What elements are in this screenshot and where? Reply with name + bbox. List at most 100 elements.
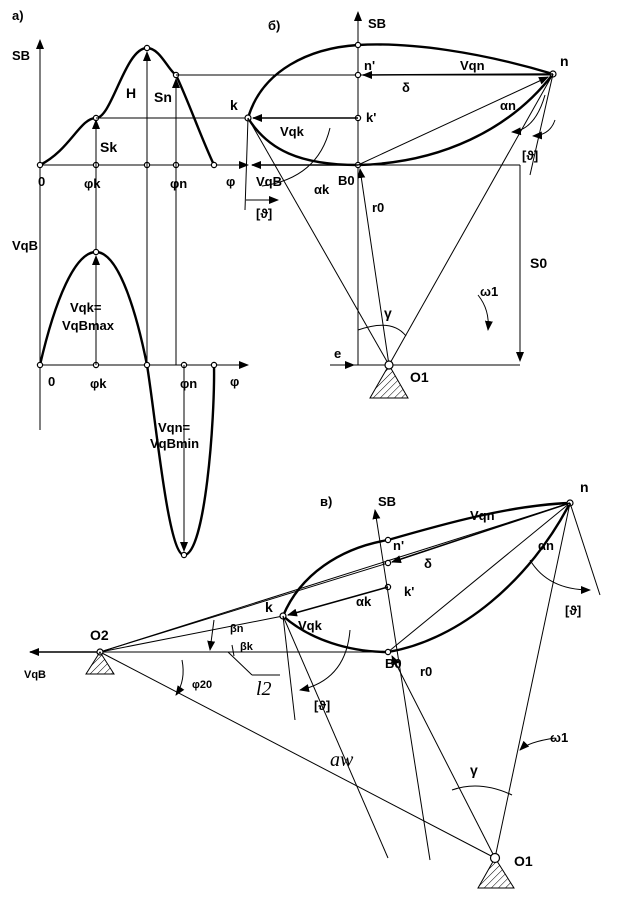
theta-line-k-v: [282, 615, 296, 721]
k-label-b: k: [230, 97, 238, 113]
o1-k-line: [247, 117, 390, 366]
vqk-label-b: Vqk: [280, 124, 305, 139]
theta-line-n-v: [569, 502, 601, 596]
r0-vector-b: [357, 168, 390, 366]
profile-lower-v: [282, 502, 572, 654]
alphak-label-b: αk: [314, 182, 330, 197]
omega1-label-b: ω1: [480, 284, 498, 299]
gamma-label-b: γ: [384, 305, 392, 321]
displacement-curve: [39, 46, 216, 167]
theta-line-k: [244, 117, 249, 211]
s0-label: S0: [530, 255, 547, 271]
vqn-label-v: Vqn: [470, 508, 495, 523]
sb-label-b: SB: [368, 16, 386, 31]
n-label-b: n: [560, 53, 569, 69]
panel-v: в) SB: [24, 479, 601, 889]
phik-label-top: φk: [84, 176, 101, 191]
vqk-eq-label: Vqk=: [70, 300, 102, 315]
panel-a: а) SB 0 φ φk φn Sk H Sn VqB: [12, 8, 555, 559]
vqn-label-b: Vqn: [460, 58, 485, 73]
l2-leader: [227, 651, 253, 676]
o2-support: [85, 651, 115, 675]
gamma-arc-b: [357, 324, 407, 337]
o1-support-b: [369, 363, 409, 399]
gamma-label-v: γ: [470, 762, 478, 778]
phi20-arc: [175, 659, 185, 696]
k-label-v: k: [265, 599, 273, 615]
sn-label: Sn: [154, 89, 172, 105]
sk-label: Sk: [100, 139, 117, 155]
theta-arc-k-v: [299, 629, 351, 692]
b0-label-v: B0: [385, 656, 402, 671]
b0-label-b: B0: [338, 173, 355, 188]
panel-a-label: а): [12, 8, 24, 23]
o2-n-line: [99, 502, 571, 653]
phik-label-bottom: φk: [90, 376, 107, 391]
r0-vector-v: [391, 655, 496, 859]
panel-v-label: в): [320, 494, 332, 509]
phi-label-bottom: φ: [230, 374, 239, 389]
phi20-label: φ20: [192, 679, 212, 691]
kprime-label-b: k': [366, 110, 376, 125]
betak-arc: [231, 644, 235, 657]
delta-line-b: [357, 76, 549, 166]
theta-line-n: [529, 73, 554, 176]
delta-label-b: δ: [402, 80, 410, 95]
panel-b: б) SB n n' k k' Vqn Vqk δ αn α: [230, 11, 569, 399]
o1-n-line-v: [494, 502, 571, 859]
phi-label-top: φ: [226, 174, 235, 189]
o1-k-line-v: [282, 615, 389, 859]
omega-arrow-b: [477, 294, 493, 331]
loop-lower: [246, 73, 554, 167]
nprime-label-v: n': [393, 538, 404, 553]
o2-nprime-line: [99, 562, 389, 653]
vqbmin-label: VqBmin: [150, 436, 199, 451]
theta-arc-n-b: [532, 119, 556, 140]
o1-n-line: [388, 73, 554, 366]
vqk-vector-v: [287, 586, 389, 617]
theta-label-n-b: [ϑ]: [522, 148, 538, 163]
omega1-label-v: ω1: [550, 730, 568, 745]
r0-label-b: r0: [372, 200, 384, 215]
vqb-axis-label: VqB: [12, 238, 38, 253]
betan-label: βn: [230, 623, 244, 635]
theta-label-k-b: [ϑ]: [256, 206, 272, 221]
vqn-vector-b: [362, 70, 554, 79]
h-label: H: [126, 85, 136, 101]
panel-b-label: б): [268, 18, 280, 33]
omega-arrow-v: [519, 737, 556, 751]
phin-label-bottom: φn: [180, 376, 197, 391]
l2-label: l2: [256, 678, 272, 700]
o2-label: O2: [90, 627, 109, 643]
vqb-label-v: VqB: [24, 669, 46, 681]
vqbmax-label: VqBmax: [62, 318, 115, 333]
sb-label-v: SB: [378, 494, 396, 509]
vqn-vector-v: [391, 502, 571, 563]
theta-label-k-v: [ϑ]: [314, 698, 330, 713]
kprime-label-v: k': [404, 584, 414, 599]
nprime-label-b: n': [364, 58, 375, 73]
delta-label-v: δ: [424, 556, 432, 571]
velocity-curve: [38, 250, 216, 557]
zero-label-top: 0: [38, 174, 45, 189]
sb-label: SB: [12, 48, 30, 63]
phin-label-top: φn: [170, 176, 187, 191]
theta-label-n-v: [ϑ]: [565, 603, 581, 618]
gamma-arc-v: [451, 785, 513, 796]
sb-axis-v: [372, 509, 431, 861]
alphak-arc-b: [261, 127, 331, 187]
zero-label-bottom: 0: [48, 374, 55, 389]
betak-label: βk: [240, 641, 254, 653]
o1-label-v: O1: [514, 853, 533, 869]
alphan-label-v: αn: [538, 538, 554, 553]
o1-label-b: O1: [410, 369, 429, 385]
vqb-label-b: VqB: [256, 174, 282, 189]
aw-label: aw: [330, 749, 354, 771]
e-label: e: [334, 346, 341, 361]
aw-line: [99, 651, 496, 859]
r0-label-v: r0: [420, 664, 432, 679]
alphan-label-b: αn: [500, 98, 516, 113]
o2-k-line: [99, 615, 284, 653]
